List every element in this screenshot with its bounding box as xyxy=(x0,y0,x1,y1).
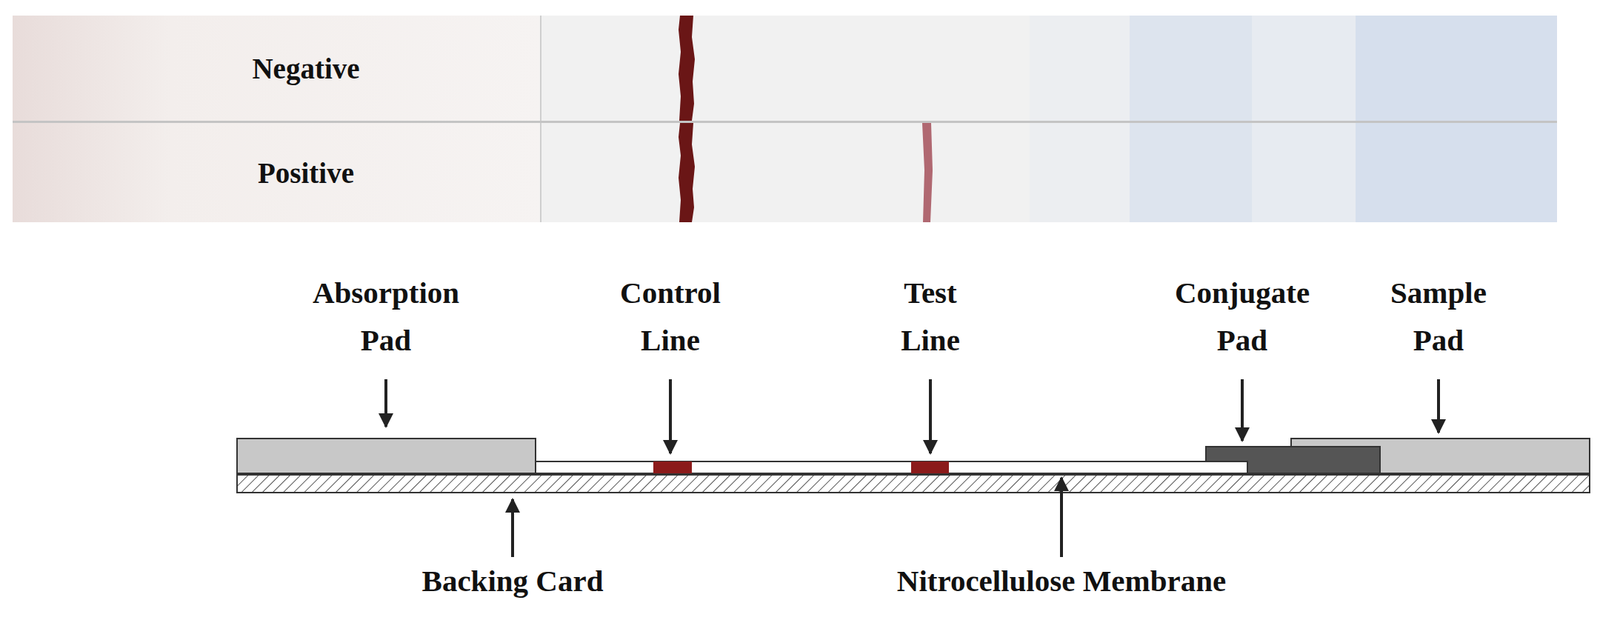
part-label: Sample Pad xyxy=(1390,268,1487,364)
label-holder: Test Line xyxy=(900,268,960,364)
label-holder: Conjugate Pad xyxy=(1174,268,1310,364)
part-label: Conjugate Pad xyxy=(1174,268,1310,364)
test-strip: Negative xyxy=(12,15,600,121)
strip-result-label: Positive xyxy=(257,156,355,190)
label-holder: Control Line xyxy=(620,268,721,364)
part-label: Nitrocellulose Membrane xyxy=(897,562,1226,600)
part-label: Backing Card xyxy=(422,562,604,600)
strip-result-label: Negative xyxy=(251,51,360,86)
label-holder: Sample Pad xyxy=(1390,268,1487,364)
part-label: Control Line xyxy=(620,268,721,364)
label-holder: Backing Card xyxy=(422,562,604,600)
strip-photo xyxy=(12,15,1558,223)
leader-arrow xyxy=(385,379,1439,558)
strip-cross-section xyxy=(237,438,1590,493)
part-label: Absorption Pad xyxy=(312,268,460,364)
part-label: Test Line xyxy=(900,268,960,364)
label-holder: Absorption Pad xyxy=(312,268,460,364)
label-holder: Nitrocellulose Membrane xyxy=(897,562,1226,600)
test-strip: Positive xyxy=(12,122,600,223)
